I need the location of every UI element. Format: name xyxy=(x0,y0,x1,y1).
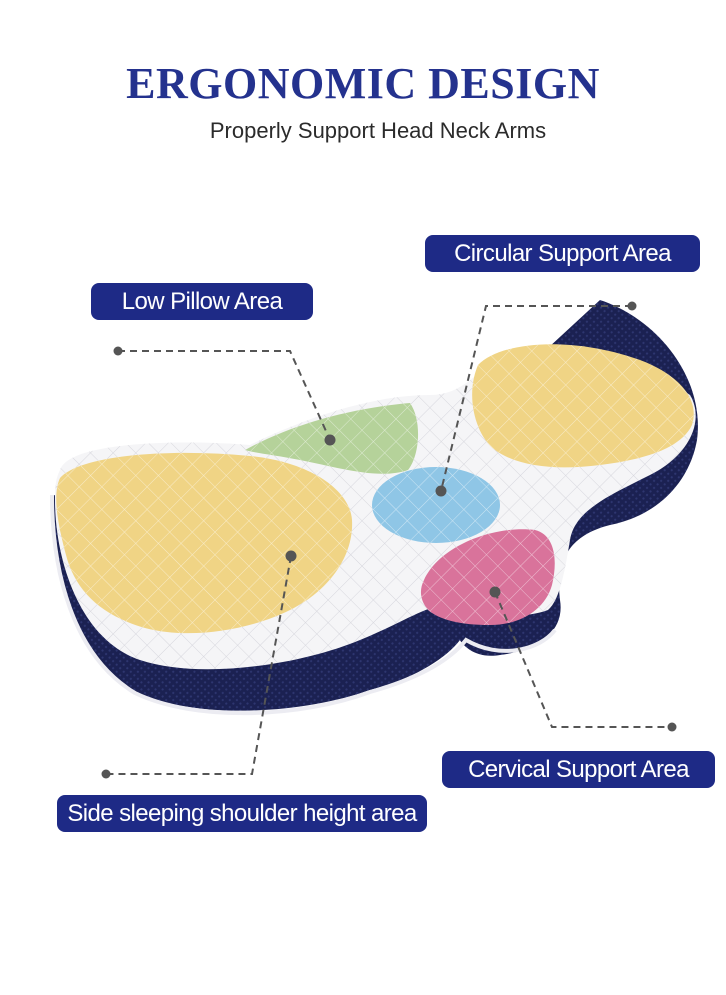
leader-line-low-pillow xyxy=(118,350,331,441)
marker-dot xyxy=(285,550,297,562)
marker-dot xyxy=(101,769,111,779)
marker-dot xyxy=(667,722,677,732)
marker-dot xyxy=(489,586,501,598)
marker-dot xyxy=(113,346,123,356)
pillow-piping xyxy=(50,494,557,716)
leader-line-side-sleeping xyxy=(106,555,292,775)
marker-dot xyxy=(324,434,336,446)
marker-dot xyxy=(435,485,447,497)
callout-low-pillow: Low Pillow Area xyxy=(91,283,313,320)
leader-line-cervical xyxy=(494,591,672,728)
page-title: ERGONOMIC DESIGN xyxy=(126,59,600,108)
marker-dot xyxy=(627,301,637,311)
page-subtitle: Properly Support Head Neck Arms xyxy=(209,118,547,143)
callout-side-sleeping: Side sleeping shoulder height area xyxy=(57,795,427,832)
callout-cervical-support: Cervical Support Area xyxy=(442,751,715,788)
callout-circular-support: Circular Support Area xyxy=(425,235,700,272)
leader-line-circular xyxy=(440,305,632,492)
